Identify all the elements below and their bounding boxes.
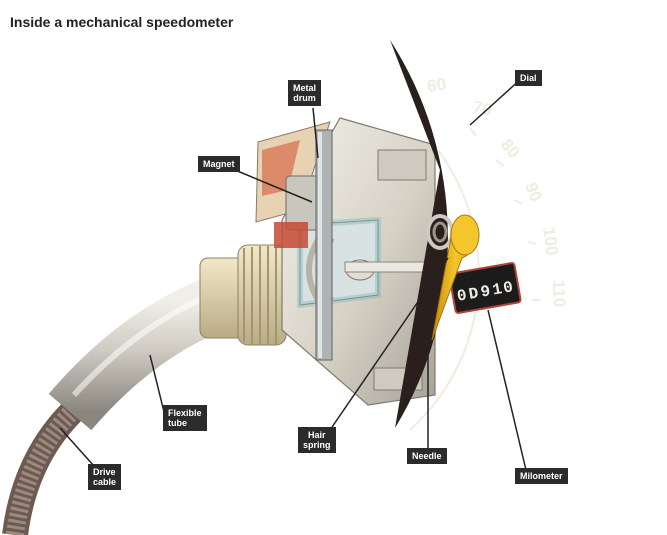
dial-number: 70 [471,97,493,120]
dial-number: 100 [539,226,562,257]
milometer-digit: 1 [491,280,504,299]
leader-lines [59,77,527,471]
dial-number: 80 [497,135,524,162]
label-hair-spring: Hair spring [298,427,336,453]
cable-collar [199,244,287,346]
label-flexible-tube: Flexible tube [163,405,207,431]
drive-cable [2,396,87,535]
dial-numbers: 60 70 80 90 100 110 [426,75,569,308]
milometer-digit: 0 [502,278,515,297]
label-dial: Dial [515,70,542,86]
milometer-digit: 0 [456,286,469,305]
dial-ticks [469,127,540,301]
dial-number: 60 [426,75,447,96]
dial-number: 90 [521,180,545,204]
milometer-digit: D [467,284,480,303]
needle [431,214,480,341]
milometer: 0 D 9 1 0 [448,262,522,314]
label-milometer: Milometer [515,468,568,484]
label-magnet: Magnet [198,156,240,172]
dial-number: 110 [549,279,569,307]
milometer-digit: 9 [479,282,492,301]
label-metal-drum: Metal drum [288,80,322,106]
label-drive-cable: Drive cable [88,464,122,490]
page-title: Inside a mechanical speedometer [10,14,234,30]
label-needle: Needle [407,448,447,464]
